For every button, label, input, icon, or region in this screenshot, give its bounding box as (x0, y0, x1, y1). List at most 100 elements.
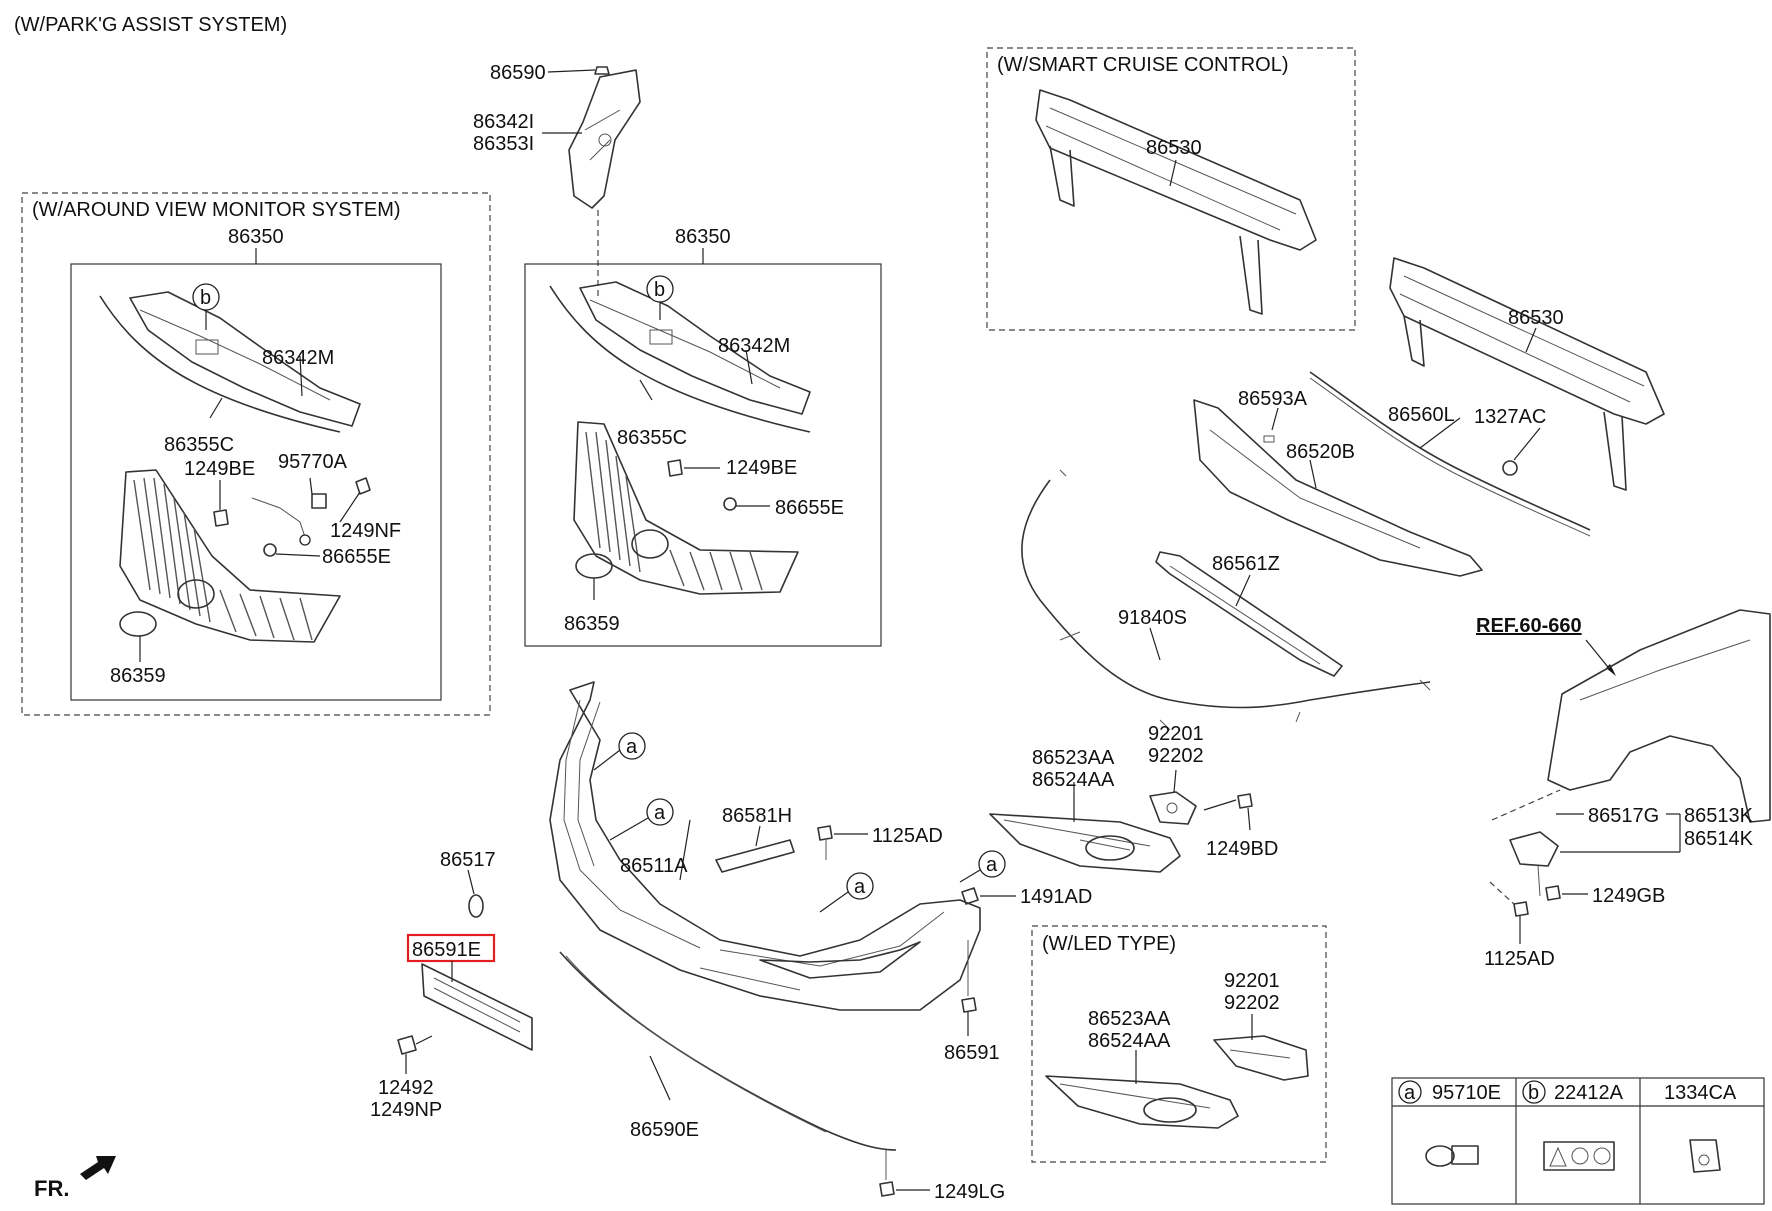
label-1249np[interactable]: 1249NP (370, 1099, 442, 1121)
absorber-86520b[interactable] (1193, 399, 1483, 577)
label-92201-led[interactable]: 92201 (1224, 970, 1280, 992)
label-86560l[interactable]: 86560L (1388, 404, 1455, 426)
label-86590[interactable]: 86590 (490, 62, 546, 84)
wiring-91840s[interactable] (1021, 479, 1431, 709)
label-86513k[interactable]: 86513K (1684, 805, 1754, 827)
label-1249nf[interactable]: 1249NF (330, 520, 401, 542)
clip-1491ad[interactable] (961, 887, 979, 905)
label-86524aa-led[interactable]: 86524AA (1088, 1030, 1171, 1052)
label-86591[interactable]: 86591 (944, 1042, 1000, 1064)
label-86593a[interactable]: 86593A (1238, 388, 1308, 410)
label-1249gb[interactable]: 1249GB (1592, 885, 1665, 907)
label-86342m-left[interactable]: 86342M (262, 347, 334, 369)
label-92202-led[interactable]: 92202 (1224, 992, 1280, 1014)
label-86655e-left[interactable]: 86655E (322, 546, 391, 568)
label-1327ac[interactable]: 1327AC (1474, 406, 1546, 428)
license-bracket-86591e[interactable] (421, 963, 533, 1051)
label-86591e[interactable]: 86591E (412, 939, 481, 961)
screw-1249nf[interactable] (355, 477, 371, 495)
label-ref-60-660[interactable]: REF.60-660 (1476, 615, 1582, 637)
label-86355c-left[interactable]: 86355C (164, 434, 234, 456)
bolt-86590[interactable] (594, 66, 610, 75)
label-91840s[interactable]: 91840S (1118, 607, 1187, 629)
emblem-86359-left[interactable] (119, 611, 157, 637)
emblem-86359-mid[interactable] (575, 553, 613, 579)
label-86530-top[interactable]: 86530 (1146, 137, 1202, 159)
strip-86560l[interactable] (1309, 371, 1591, 531)
screw-1249lg[interactable] (879, 1150, 895, 1197)
label-86342m-mid[interactable]: 86342M (718, 335, 790, 357)
screw-12492[interactable] (397, 1035, 433, 1055)
sensor-95770a-left[interactable] (251, 493, 327, 546)
moulding-86590e[interactable] (559, 951, 897, 1151)
screw-1249bd[interactable] (1237, 793, 1253, 809)
fog-lamp-led-86523aa[interactable] (1045, 1075, 1239, 1129)
label-12492[interactable]: 12492 (378, 1077, 434, 1099)
highlight-86591e (406, 933, 496, 963)
callout-a-2 (646, 798, 674, 826)
label-86353i[interactable]: 86353I (473, 133, 534, 155)
label-86524aa[interactable]: 86524AA (1032, 769, 1115, 791)
fog-lamp-86523aa[interactable] (989, 813, 1181, 873)
bracket-86342i[interactable] (568, 69, 641, 209)
screw-1249gb[interactable] (1545, 885, 1561, 901)
label-86561z[interactable]: 86561Z (1212, 553, 1280, 575)
clip-86655e-left[interactable] (263, 543, 277, 557)
screw-1125ad-right[interactable] (1513, 901, 1529, 917)
label-86590e[interactable]: 86590E (630, 1119, 699, 1141)
label-1249be-mid[interactable]: 1249BE (726, 457, 797, 479)
label-86355c-mid[interactable]: 86355C (617, 427, 687, 449)
cap-86517[interactable] (468, 894, 484, 918)
bumper-cover-86511a[interactable] (549, 681, 981, 1011)
screw-1249be-left[interactable] (213, 509, 229, 527)
bracket-86581h[interactable] (715, 839, 795, 873)
label-86523aa[interactable]: 86523AA (1032, 747, 1115, 769)
sensor-95710e-icon (1425, 1145, 1479, 1167)
label-86342i[interactable]: 86342I (473, 111, 534, 133)
label-1249lg[interactable]: 1249LG (934, 1181, 1005, 1203)
bracket-86513k[interactable] (1509, 831, 1559, 897)
label-1249be-left[interactable]: 1249BE (184, 458, 255, 480)
bumper-beam-86530-right[interactable] (1389, 257, 1665, 491)
grille-cover-left[interactable] (129, 291, 361, 427)
label-86523aa-led[interactable]: 86523AA (1088, 1008, 1171, 1030)
label-86517[interactable]: 86517 (440, 849, 496, 871)
screw-86591[interactable] (961, 940, 977, 1013)
legend-c-part[interactable]: 1334CA (1664, 1082, 1737, 1104)
label-95770a[interactable]: 95770A (278, 451, 348, 473)
label-86530-right[interactable]: 86530 (1508, 307, 1564, 329)
label-86581h[interactable]: 86581H (722, 805, 792, 827)
label-86514k[interactable]: 86514K (1684, 828, 1754, 850)
callout-a-4 (978, 850, 1006, 878)
nut-1327ac[interactable] (1502, 460, 1518, 476)
grille-left[interactable] (119, 469, 341, 643)
screw-1125ad-mid[interactable] (817, 825, 833, 860)
bumper-beam-86530-top[interactable] (1035, 89, 1317, 315)
grille-mid[interactable] (573, 421, 799, 595)
bracket-led-92201[interactable] (1213, 1035, 1309, 1081)
screw-1249be-mid[interactable] (667, 459, 683, 477)
label-92201[interactable]: 92201 (1148, 723, 1204, 745)
moulding-86355c-left[interactable] (99, 295, 341, 433)
label-1125ad-right[interactable]: 1125AD (1484, 948, 1555, 970)
label-86511a[interactable]: 86511A (620, 855, 688, 877)
label-86350-mid[interactable]: 86350 (675, 226, 731, 248)
legend-a-part[interactable]: 95710E (1432, 1082, 1501, 1104)
legend-b-part[interactable]: 22412A (1554, 1082, 1624, 1104)
label-86350-left[interactable]: 86350 (228, 226, 284, 248)
moulding-86355c-mid[interactable] (549, 285, 811, 433)
label-86359-mid[interactable]: 86359 (564, 613, 620, 635)
label-86359-left[interactable]: 86359 (110, 665, 166, 687)
bracket-92201[interactable] (1149, 791, 1197, 825)
label-1491ad[interactable]: 1491AD (1020, 886, 1092, 908)
clip-86655e-mid[interactable] (723, 497, 737, 511)
label-86655e-mid[interactable]: 86655E (775, 497, 844, 519)
label-86517g[interactable]: 86517G (1588, 805, 1659, 827)
svg-text:a: a (626, 736, 638, 758)
label-86520b[interactable]: 86520B (1286, 441, 1355, 463)
label-1125ad-mid[interactable]: 1125AD (872, 825, 943, 847)
grille-lower-86561z[interactable] (1155, 551, 1343, 677)
label-1249bd[interactable]: 1249BD (1206, 838, 1278, 860)
fender[interactable] (1547, 609, 1771, 823)
label-92202[interactable]: 92202 (1148, 745, 1204, 767)
